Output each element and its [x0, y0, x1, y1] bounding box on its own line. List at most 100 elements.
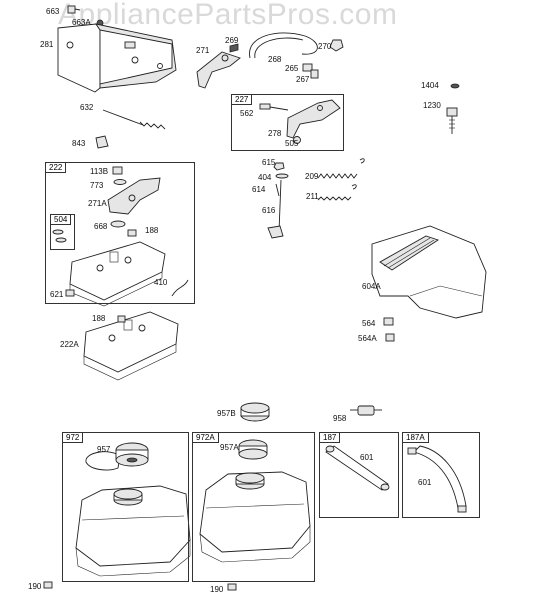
box-222: 222 [45, 162, 195, 304]
part-265-clamp [302, 63, 313, 72]
box-972A: 972A [192, 432, 315, 582]
callout-663A: 663A [72, 18, 91, 27]
callout-601-a: 601 [360, 453, 374, 462]
callout-632: 632 [80, 103, 94, 112]
callout-957: 957 [97, 445, 111, 454]
callout-410: 410 [154, 278, 168, 287]
callout-843: 843 [72, 139, 86, 148]
callout-271A: 271A [88, 199, 107, 208]
part-281-bracket [57, 23, 177, 93]
part-504-washers [52, 229, 67, 243]
part-271A-lever [107, 177, 161, 215]
callout-278: 278 [268, 129, 282, 138]
part-957A-cap [238, 439, 268, 460]
callout-270: 270 [318, 42, 332, 51]
callout-281: 281 [40, 40, 54, 49]
callout-269: 269 [225, 36, 239, 45]
box-222-label: 222 [46, 163, 67, 173]
part-269-clip [229, 43, 239, 53]
box-187-label: 187 [320, 433, 341, 443]
box-504: 504 [50, 214, 75, 250]
callout-190-a: 190 [28, 582, 42, 591]
part-268-cable [249, 32, 318, 59]
box-972: 972 [62, 432, 189, 582]
part-187-fuel-line [325, 445, 390, 491]
callout-604A: 604A [362, 282, 381, 291]
callout-188-a: 188 [145, 226, 159, 235]
callout-562: 562 [240, 109, 254, 118]
callout-271: 271 [196, 46, 210, 55]
part-404-washer [275, 173, 289, 179]
callout-957A: 957A [220, 443, 239, 452]
part-222A-plate [83, 311, 179, 381]
part-222-plate [69, 241, 166, 307]
part-604A-shroud [371, 225, 487, 319]
part-668-washer [110, 220, 126, 228]
part-113B-screw [112, 166, 123, 175]
callout-668: 668 [94, 222, 108, 231]
part-773-washer [113, 179, 127, 185]
part-271-lever [196, 51, 241, 89]
part-957-cap [85, 442, 149, 471]
callout-614: 614 [252, 185, 266, 194]
callout-188-b: 188 [92, 314, 106, 323]
watermark-text: AppliancePartsPros.com [58, 0, 398, 31]
callout-663: 663 [46, 7, 60, 16]
callout-113B: 113B [90, 167, 109, 176]
box-187A-label: 187A [403, 433, 429, 443]
part-564-screw [383, 317, 394, 326]
part-410-link [171, 279, 189, 297]
callout-222A: 222A [60, 340, 79, 349]
part-615-nut [273, 162, 285, 171]
part-270-nut [329, 39, 344, 52]
part-632-rod [102, 109, 166, 130]
callout-404: 404 [258, 173, 272, 182]
callout-601-b: 601 [418, 478, 432, 487]
part-621-bracket [65, 289, 75, 297]
part-972A-tank [199, 471, 311, 563]
callout-616: 616 [262, 206, 276, 215]
part-958-filter [350, 405, 382, 416]
callout-265: 265 [285, 64, 299, 73]
box-227: 227 [231, 94, 344, 151]
callout-267: 267 [296, 75, 310, 84]
part-1404-washer [450, 83, 460, 89]
callout-190-b: 190 [210, 585, 224, 594]
part-188-screw-b [117, 315, 126, 323]
callout-268: 268 [268, 55, 282, 64]
part-663-screw [67, 5, 81, 14]
part-190-fitting-a [43, 581, 53, 589]
part-505-washer [293, 136, 301, 144]
part-614-pin [275, 183, 280, 197]
part-209-spring [317, 158, 365, 179]
box-972A-label: 972A [193, 433, 219, 443]
box-972-label: 972 [63, 433, 84, 443]
part-278-lever [286, 99, 341, 139]
box-187: 187 [319, 432, 399, 518]
part-1230-plug [446, 107, 458, 134]
part-188-screw-a [127, 229, 137, 237]
callout-773: 773 [90, 181, 104, 190]
callout-1404: 1404 [421, 81, 439, 90]
callout-621: 621 [50, 290, 64, 299]
callout-1230: 1230 [423, 101, 441, 110]
part-562-screw [259, 103, 289, 111]
callout-211: 211 [306, 192, 319, 201]
part-564A-screw [385, 333, 395, 342]
part-267-screw [310, 69, 319, 79]
callout-957B: 957B [217, 409, 236, 418]
callout-564A: 564A [358, 334, 377, 343]
part-190-fitting-b [227, 583, 237, 591]
part-211-spring [317, 184, 357, 201]
box-504-label: 504 [51, 215, 72, 225]
part-616-shaft [267, 179, 284, 239]
callout-615: 615 [262, 158, 276, 167]
callout-564: 564 [362, 319, 376, 328]
callout-209: 209 [305, 172, 319, 181]
callout-958: 958 [333, 414, 347, 423]
callout-505: 505 [285, 139, 299, 148]
part-843-block [95, 135, 109, 149]
box-227-label: 227 [232, 95, 253, 105]
part-957B-cap [240, 402, 270, 422]
